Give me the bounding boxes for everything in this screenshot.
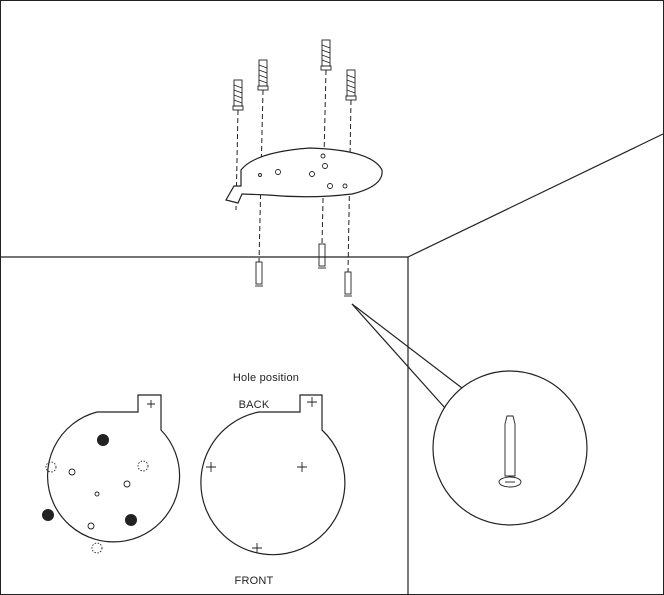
mounting-plate <box>225 147 383 204</box>
wall-anchor <box>344 271 352 297</box>
upper-screw <box>257 59 269 91</box>
hole-filled <box>42 509 54 521</box>
room-edges <box>1 133 664 594</box>
plate-top-view <box>42 394 181 554</box>
hole-position-label: Hole position <box>233 372 299 384</box>
hole-filled <box>125 514 137 526</box>
hole-template <box>200 394 346 556</box>
hole-filled <box>97 434 109 446</box>
upper-screw <box>320 39 332 71</box>
front-label: FRONT <box>235 575 274 587</box>
back-label: BACK <box>239 399 270 411</box>
screw-detail-callout <box>351 303 588 526</box>
wall-anchor <box>255 261 263 287</box>
wall-anchor <box>318 243 326 269</box>
